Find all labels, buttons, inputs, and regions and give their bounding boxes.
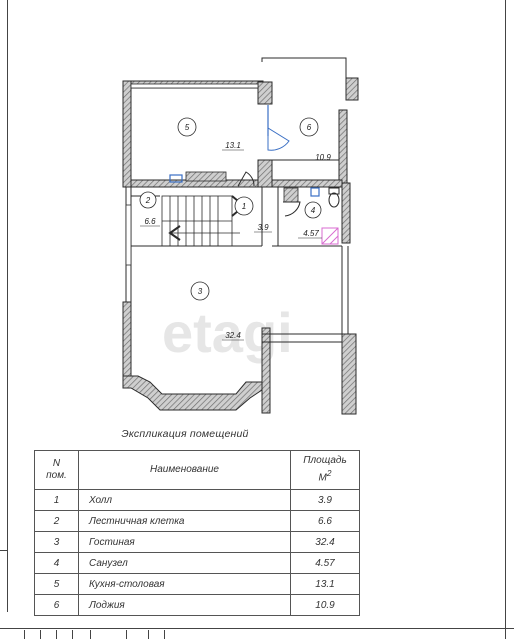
row-name: Холл <box>78 489 291 511</box>
room-4-area: 4.57 <box>303 229 319 238</box>
staircase <box>161 195 246 247</box>
row-name: Кухня-столовая <box>78 573 291 595</box>
sheet-frame-mark <box>0 550 8 551</box>
room-6-area: 10.9 <box>315 153 331 162</box>
room-2-number: 2 <box>145 196 151 205</box>
row-area: 13.1 <box>290 573 360 595</box>
room-2-area: 6.6 <box>144 217 156 226</box>
header-num-sub: пом. <box>46 470 67 481</box>
table-row: 3 Гостиная 32.4 <box>34 531 360 553</box>
table-row: 5 Кухня-столовая 13.1 <box>34 573 360 595</box>
row-name: Лоджия <box>78 594 291 616</box>
header-num: N пом. <box>34 450 79 490</box>
toilet-icon <box>328 192 340 208</box>
header-area-label: Площадь <box>303 455 347 467</box>
table-header-row: N пом. Наименование Площадь M2 <box>34 450 360 490</box>
room-1-number: 1 <box>242 202 246 211</box>
row-num: 1 <box>34 489 79 511</box>
header-name: Наименование <box>78 450 291 490</box>
row-name: Гостиная <box>78 531 291 553</box>
bathroom-door-icon <box>283 201 301 217</box>
room-1-area: 3.9 <box>257 223 269 232</box>
header-num-label: N <box>52 458 61 469</box>
room-5-area: 13.1 <box>225 141 241 150</box>
outer-walls <box>122 57 359 415</box>
explication-table: N пом. Наименование Площадь M2 1 Холл 3.… <box>34 450 360 616</box>
title-block-ticks <box>0 630 514 639</box>
room-3-number: 3 <box>198 287 203 296</box>
row-area: 32.4 <box>290 531 360 553</box>
explication-caption: Экспликация помещений <box>121 428 249 440</box>
row-area: 10.9 <box>290 594 360 616</box>
floor-plan: etagi <box>122 57 359 415</box>
table-row: 4 Санузел 4.57 <box>34 552 360 574</box>
header-area-unit: M <box>318 472 327 484</box>
table-row: 6 Лоджия 10.9 <box>34 594 360 616</box>
room-6-number: 6 <box>307 123 312 132</box>
table-row: 2 Лестничная клетка 6.6 <box>34 510 360 532</box>
row-num: 2 <box>34 510 79 532</box>
sheet-frame-left <box>7 0 8 612</box>
loggia-door-icon <box>267 127 290 151</box>
watermark-text: etagi <box>162 301 293 364</box>
sheet-frame-bottom <box>0 628 514 629</box>
room-4-number: 4 <box>311 206 316 215</box>
kitchen-door-icon <box>237 171 255 187</box>
washbasin-icon <box>310 187 320 197</box>
room-3-area: 32.4 <box>225 331 241 340</box>
row-num: 6 <box>34 594 79 616</box>
sheet-frame-right <box>505 0 506 639</box>
row-name: Санузел <box>78 552 291 574</box>
row-area: 4.57 <box>290 552 360 574</box>
header-area: Площадь M2 <box>290 450 360 490</box>
room-5-number: 5 <box>185 123 190 132</box>
row-area: 6.6 <box>290 510 360 532</box>
row-num: 5 <box>34 573 79 595</box>
row-num: 3 <box>34 531 79 553</box>
table-row: 1 Холл 3.9 <box>34 489 360 511</box>
row-name: Лестничная клетка <box>78 510 291 532</box>
sink-icon <box>169 174 183 183</box>
room-labels: 5 13.1 6 10.9 2 6.6 1 3.9 4 4.57 3 32.4 <box>139 117 331 341</box>
header-area-sup: 2 <box>326 468 332 479</box>
row-num: 4 <box>34 552 79 574</box>
row-area: 3.9 <box>290 489 360 511</box>
stove-icon <box>185 171 227 182</box>
fixtures <box>169 105 340 245</box>
